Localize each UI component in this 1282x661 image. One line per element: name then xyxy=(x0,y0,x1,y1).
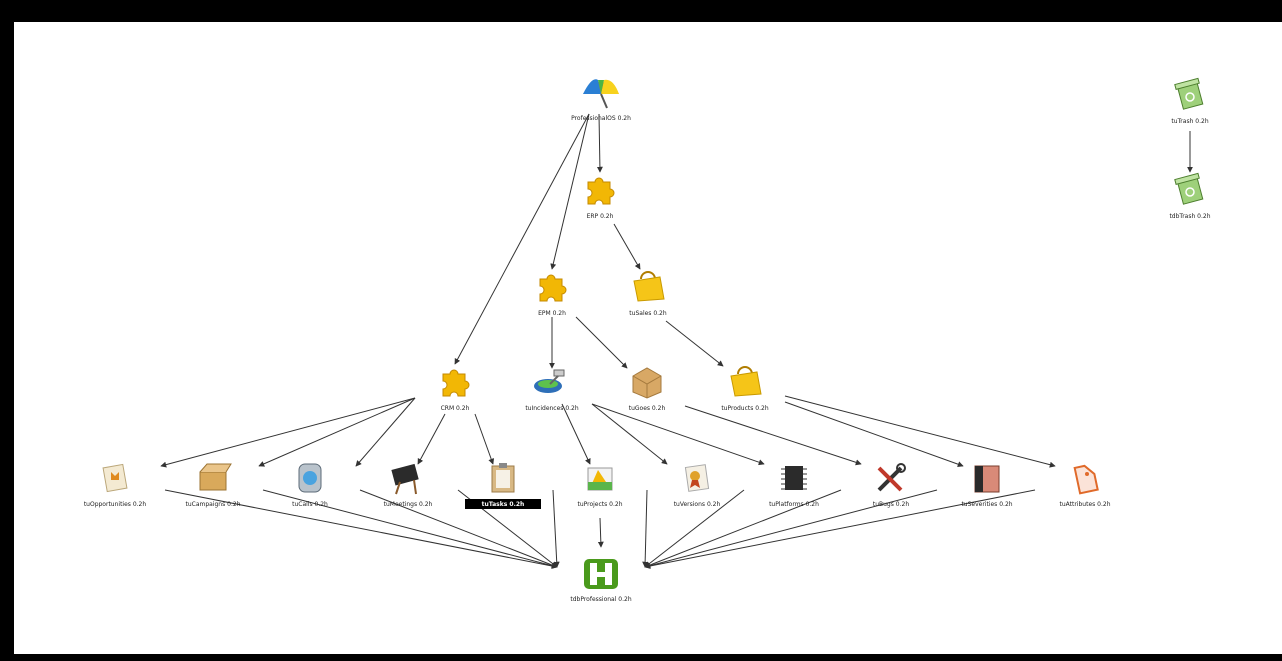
node-attributes[interactable]: tuAttributes 0.2h xyxy=(1059,464,1111,508)
node-label: CRM 0.2h xyxy=(441,405,470,412)
trash-icon xyxy=(1174,77,1204,110)
node-label: tuIncidences 0.2h xyxy=(525,405,579,412)
selected-label-highlight xyxy=(465,499,541,509)
edge-calls-to-h xyxy=(359,489,558,568)
edge-products-to-severities xyxy=(784,401,964,468)
box-icon xyxy=(199,463,232,491)
edge-campaigns-to-h xyxy=(262,489,558,569)
node-label: EPM 0.2h xyxy=(538,310,566,317)
node-bugs[interactable]: tuBugs 0.2h xyxy=(873,463,909,508)
node-label: tuCampaigns 0.2h xyxy=(185,501,240,508)
edge-crm-to-campaigns xyxy=(258,397,416,467)
node-campaigns[interactable]: tuCampaigns 0.2h xyxy=(185,463,241,508)
node-label: tuTrash 0.2h xyxy=(1171,118,1208,125)
node-label: tuBugs 0.2h xyxy=(873,501,909,508)
node-crm[interactable]: CRM 0.2h xyxy=(441,369,470,412)
edge-attributes-to-h xyxy=(644,489,1036,569)
clipboard-icon xyxy=(491,463,515,493)
diagram-canvas-area xyxy=(14,22,1282,654)
edge-epm-to-goes xyxy=(575,316,628,369)
node-epm[interactable]: EPM 0.2h xyxy=(538,274,567,317)
node-label: tdbTrash 0.2h xyxy=(1169,213,1210,220)
node-label: tuVersions 0.2h xyxy=(674,501,721,508)
edge-professional-to-epm xyxy=(550,113,590,270)
umbrella-icon xyxy=(583,79,619,109)
chip-icon xyxy=(781,466,807,490)
edge-crm-to-calls xyxy=(355,397,416,467)
edge-products-to-attributes xyxy=(784,395,1056,468)
puzzle-icon xyxy=(539,274,567,302)
edge-bugs-to-h xyxy=(644,489,842,568)
edge-crm-to-tasks xyxy=(474,413,495,465)
node-label: tuProducts 0.2h xyxy=(721,405,769,412)
node-sales[interactable]: tuSales 0.2h xyxy=(629,271,667,317)
node-goes[interactable]: tuGoes 0.2h xyxy=(629,367,666,412)
edge-opportunities-to-h xyxy=(164,489,558,569)
chart-icon xyxy=(587,467,613,491)
node-professional[interactable]: ProfessionalOS 0.2h xyxy=(571,79,631,122)
edge-incidences-to-platforms xyxy=(591,403,765,466)
certificate-icon xyxy=(684,464,710,492)
edge-professional-to-erp xyxy=(596,113,603,173)
node-products[interactable]: tuProducts 0.2h xyxy=(721,366,769,412)
node-label: tuOpportunities 0.2h xyxy=(84,501,147,508)
node-label: tuMeetings 0.2h xyxy=(384,501,433,508)
node-opportunities[interactable]: tuOpportunities 0.2h xyxy=(84,463,147,508)
edge-incidences-to-projects xyxy=(561,403,591,465)
node-meetings[interactable]: tuMeetings 0.2h xyxy=(384,463,433,508)
node-label: ProfessionalOS 0.2h xyxy=(571,115,631,122)
puzzle-icon xyxy=(442,369,470,397)
edge-incidences-to-versions xyxy=(591,403,668,465)
shopping-bag-icon xyxy=(730,366,762,397)
edge-professional-to-crm xyxy=(454,113,590,365)
node-label: tdbProfessional 0.2h xyxy=(570,596,631,603)
node-label: tuProjects 0.2h xyxy=(577,501,622,508)
node-label: tuPlatforms 0.2h xyxy=(769,501,819,508)
edge-erp-to-sales xyxy=(613,223,641,270)
node-tasks[interactable]: tuTasks 0.2h xyxy=(465,463,541,509)
node-trash[interactable]: tuTrash 0.2h xyxy=(1171,77,1209,125)
node-versions[interactable]: tuVersions 0.2h xyxy=(674,464,721,508)
puzzle-icon xyxy=(587,177,615,205)
node-label: tuAttributes 0.2h xyxy=(1059,501,1110,508)
node-h[interactable]: tdbProfessional 0.2h xyxy=(570,559,632,603)
shopping-bag-icon xyxy=(633,271,665,302)
h-logo-icon xyxy=(584,559,618,589)
tag-icon xyxy=(1073,464,1099,495)
node-tdbtrash[interactable]: tdbTrash 0.2h xyxy=(1169,172,1211,220)
phone-icon xyxy=(298,463,322,493)
edge-versions-to-h xyxy=(642,489,649,568)
node-calls[interactable]: tuCalls 0.2h xyxy=(292,463,328,508)
network-tool-icon xyxy=(534,369,565,393)
node-label: tuGoes 0.2h xyxy=(629,405,666,412)
tools-icon xyxy=(877,463,906,492)
node-label: tuSeverities 0.2h xyxy=(961,501,1012,508)
trash-icon xyxy=(1174,172,1204,205)
notebook-icon xyxy=(974,465,1000,493)
edge-tasks-to-h xyxy=(552,489,560,568)
document-icon xyxy=(102,463,128,493)
node-severities[interactable]: tuSeverities 0.2h xyxy=(961,465,1013,508)
edge-goes-to-bugs xyxy=(684,405,862,466)
edge-severities-to-h xyxy=(644,489,938,569)
node-projects[interactable]: tuProjects 0.2h xyxy=(577,467,623,508)
package-box-icon xyxy=(632,367,662,399)
node-label: tuTasks 0.2h xyxy=(482,501,525,508)
node-label: tuCalls 0.2h xyxy=(292,501,328,508)
node-incidences[interactable]: tuIncidences 0.2h xyxy=(525,369,579,412)
node-label: ERP 0.2h xyxy=(587,213,614,220)
edge-projects-to-h xyxy=(597,517,604,548)
edge-crm-to-opportunities xyxy=(160,397,416,468)
easel-icon xyxy=(391,463,419,495)
node-erp[interactable]: ERP 0.2h xyxy=(587,177,615,220)
node-label: tuSales 0.2h xyxy=(629,310,667,317)
edge-platforms-to-h xyxy=(644,489,745,568)
edge-crm-to-meetings xyxy=(417,413,446,465)
node-platforms[interactable]: tuPlatforms 0.2h xyxy=(769,466,819,508)
edge-sales-to-products xyxy=(665,320,724,367)
